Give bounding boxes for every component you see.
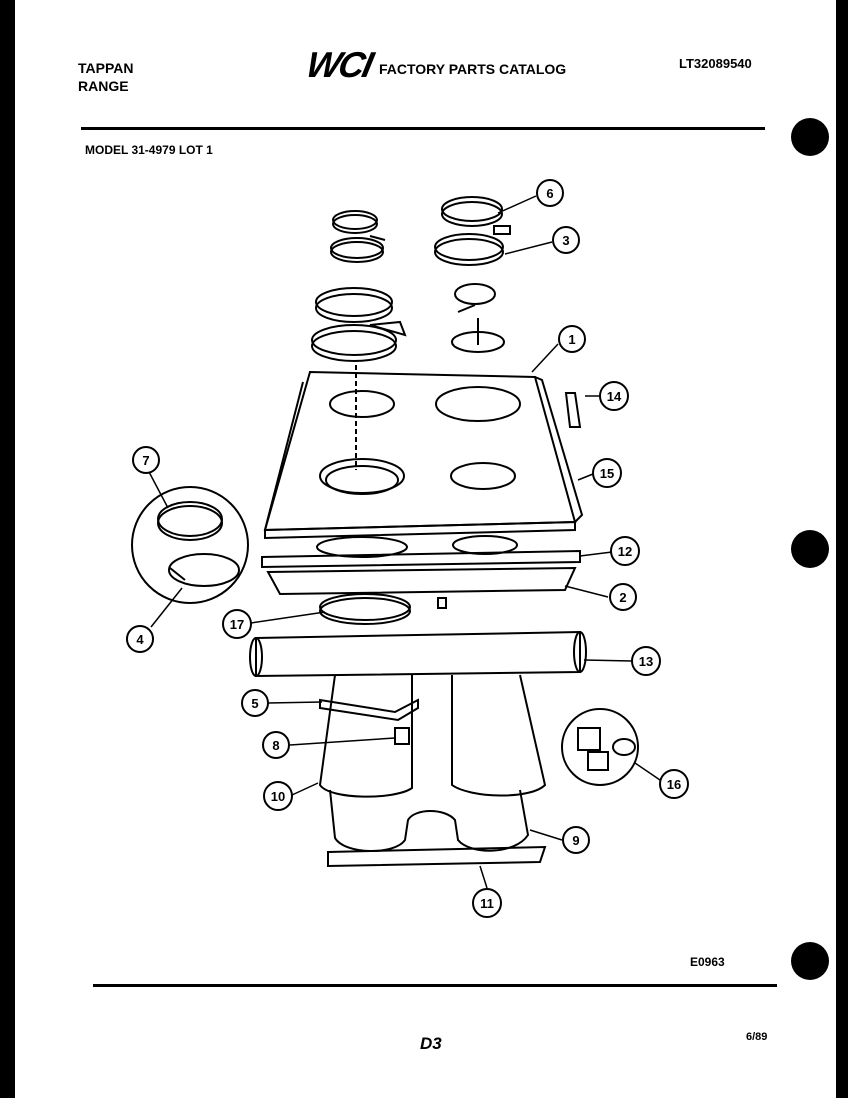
callout-bubbles: 1 2 3 4 5 6 7 8 9 10 11 12 13 14 15 16 1… (126, 179, 689, 918)
catalog-header: WCI FACTORY PARTS CATALOG (303, 44, 567, 86)
callout-10: 10 (263, 781, 293, 811)
svg-text:8: 8 (272, 738, 279, 753)
product-type: RANGE (78, 78, 129, 94)
svg-text:7: 7 (142, 453, 149, 468)
callout-14: 14 (599, 381, 629, 411)
leader-lines (147, 195, 661, 889)
burner-valve (394, 727, 410, 745)
manifold-cover (249, 630, 587, 678)
burner-bracket (319, 698, 419, 722)
svg-text:5: 5 (251, 696, 258, 711)
svg-text:16: 16 (667, 777, 681, 792)
hardware-kit-inset (561, 708, 639, 786)
binder-hole-middle (791, 530, 829, 568)
svg-text:3: 3 (562, 233, 569, 248)
revision-date: 6/89 (746, 1031, 768, 1043)
svg-text:17: 17 (230, 617, 244, 632)
svg-text:9: 9 (572, 833, 579, 848)
page-number: D3 (420, 1034, 442, 1053)
footer-rule (93, 984, 777, 987)
callout-6: 6 (536, 179, 564, 207)
svg-text:13: 13 (639, 654, 653, 669)
burner-tubes (318, 674, 547, 852)
diagram-code: E0963 (690, 955, 725, 969)
cooktop-panel (263, 365, 584, 540)
svg-text:15: 15 (600, 466, 614, 481)
catalog-number: LT32089540 (679, 56, 752, 71)
callout-11: 11 (472, 888, 502, 918)
svg-text:2: 2 (619, 590, 626, 605)
callout-12: 12 (610, 536, 640, 566)
burner-head-front-right (451, 283, 505, 353)
clip-part-14 (564, 392, 582, 428)
svg-text:11: 11 (480, 896, 494, 911)
brand-block: TAPPAN RANGE (78, 59, 133, 95)
svg-text:12: 12 (618, 544, 632, 559)
svg-text:14: 14 (607, 389, 622, 404)
svg-text:6: 6 (546, 186, 553, 201)
binder-hole-bottom (791, 942, 829, 980)
callout-15: 15 (592, 458, 622, 488)
brand-name: TAPPAN (78, 60, 134, 76)
svg-text:4: 4 (136, 632, 144, 647)
burner-head-front-left (311, 287, 407, 362)
callout-13: 13 (631, 646, 661, 676)
base-bracket (327, 845, 547, 868)
callout-3: 3 (552, 226, 580, 254)
burner-cap-small-rear (330, 210, 386, 263)
callout-17: 17 (222, 609, 252, 639)
callout-16: 16 (659, 769, 689, 799)
trim-strip (261, 535, 581, 569)
binder-hole-top (791, 118, 829, 156)
callout-1: 1 (558, 325, 586, 353)
svg-text:10: 10 (271, 789, 285, 804)
burner-box (266, 566, 577, 625)
callout-5: 5 (241, 689, 269, 717)
callout-2: 2 (609, 583, 637, 611)
svg-text:1: 1 (568, 332, 575, 347)
callout-8: 8 (262, 731, 290, 759)
callout-9: 9 (562, 826, 590, 854)
callout-7: 7 (132, 446, 160, 474)
callout-4: 4 (126, 625, 154, 653)
model-number: MODEL 31-4979 LOT 1 (85, 143, 213, 157)
catalog-title: FACTORY PARTS CATALOG (378, 61, 567, 77)
ring-detail-inset (131, 486, 249, 604)
burner-cap-large-rear (434, 196, 511, 266)
header-rule (81, 127, 765, 130)
catalog-page: TAPPAN RANGE WCI FACTORY PARTS CATALOG L… (12, 0, 838, 1098)
